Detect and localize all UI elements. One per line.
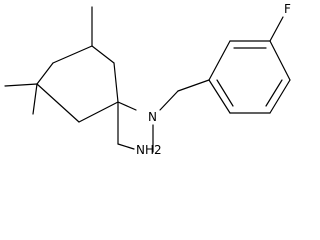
c-f-bond: [269, 16, 284, 42]
benzene-bond-3: [269, 40, 291, 81]
ring-bond-2: [113, 62, 119, 103]
benzene-bond-4: [269, 79, 291, 114]
ring-bond-3: [78, 101, 119, 123]
methyl-bond-left: [4, 83, 38, 87]
n-ch2-bond: [159, 90, 179, 111]
c-n-bond: [117, 101, 137, 111]
ring-bond-4: [36, 83, 80, 123]
ch2-aryl-bond: [177, 79, 210, 92]
structure-svg: N F NH2: [4, 2, 291, 157]
benzene-ring: [208, 40, 291, 114]
methyl-bond-lower-left: [32, 83, 38, 115]
aminomethyl-bond-2: [117, 143, 135, 150]
nitrogen-label: N: [148, 110, 157, 124]
molecule-diagram: N F NH2: [4, 2, 291, 157]
cyclohexane-ring: [36, 45, 119, 123]
ring-bond-5: [36, 62, 54, 85]
ring-bond-6: [52, 45, 93, 64]
amine-label: NH2: [136, 143, 162, 157]
ring-bond-1: [91, 45, 115, 64]
benzene-bond-6: [208, 79, 231, 114]
benzene-bond-1: [208, 40, 231, 81]
fluorine-label: F: [284, 2, 291, 16]
benzene-double-3: [216, 79, 234, 107]
benzene-double-2: [265, 79, 283, 107]
